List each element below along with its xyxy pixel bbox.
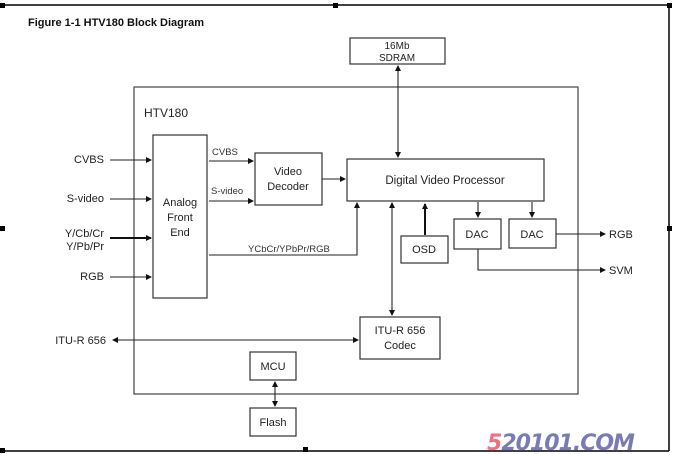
input-label-s-video: S-video bbox=[67, 193, 104, 205]
video-decoder-block: Video Decoder bbox=[254, 152, 323, 206]
figure-title: Figure 1-1 HTV180 Block Diagram bbox=[28, 17, 204, 29]
mcu-label: MCU bbox=[260, 361, 285, 373]
flash-label: Flash bbox=[260, 417, 287, 429]
codec-line-1: ITU-R 656 bbox=[375, 325, 426, 337]
analog-front-end-block: Analog Front End bbox=[152, 134, 208, 299]
decoder-line-1: Video bbox=[274, 166, 302, 178]
output-label-rgb: RGB bbox=[609, 229, 633, 241]
resize-handle-top-left[interactable] bbox=[0, 3, 5, 8]
wire-label-cvbs: CVBS bbox=[212, 147, 238, 158]
resize-handle-bottom-middle[interactable] bbox=[303, 447, 308, 452]
output-wire-svm bbox=[477, 249, 606, 273]
mcu-block: MCU bbox=[249, 351, 297, 381]
dvp-label: Digital Video Processor bbox=[385, 175, 504, 187]
dac-block-1: DAC bbox=[453, 218, 502, 250]
wire-label-s-video: S-video bbox=[211, 186, 243, 197]
sdram-line-1: 16Mb bbox=[384, 41, 409, 52]
dac-block-2: DAC bbox=[508, 218, 557, 249]
osd-block: OSD bbox=[400, 235, 449, 264]
afe-line-1: Analog bbox=[163, 197, 197, 209]
sdram-line-2: SDRAM bbox=[379, 53, 415, 64]
wire-label-component: YCbCr/YPbPr/RGB bbox=[248, 244, 330, 255]
afe-line-3: End bbox=[170, 227, 190, 239]
input-label-ycbcr: Y/Cb/Cr bbox=[65, 228, 104, 240]
osd-label: OSD bbox=[412, 244, 436, 256]
resize-handle-top-right[interactable] bbox=[667, 3, 672, 8]
afe-to-dvp-component bbox=[209, 202, 360, 256]
flash-block: Flash bbox=[249, 407, 297, 437]
decoder-line-2: Decoder bbox=[267, 181, 309, 193]
dac-2-label: DAC bbox=[520, 229, 543, 241]
resize-handle-top-middle[interactable] bbox=[333, 3, 338, 8]
output-label-svm: SVM bbox=[609, 265, 633, 277]
watermark-rest: 20101.COM bbox=[501, 431, 635, 454]
itu-r-656-codec-block: ITU-R 656 Codec bbox=[359, 316, 441, 360]
digital-video-processor-block: Digital Video Processor bbox=[346, 158, 545, 202]
input-label-cvbs: CVBS bbox=[74, 154, 104, 166]
resize-handle-middle-left[interactable] bbox=[0, 226, 5, 231]
resize-handle-middle-right[interactable] bbox=[667, 226, 672, 231]
dac-1-label: DAC bbox=[465, 229, 488, 241]
resize-handle-bottom-left[interactable] bbox=[0, 448, 5, 453]
input-label-itu-r-656: ITU-R 656 bbox=[55, 335, 106, 347]
input-label-ypbpr: Y/Pb/Pr bbox=[66, 241, 104, 253]
afe-line-2: Front bbox=[167, 212, 193, 224]
input-label-rgb: RGB bbox=[80, 271, 104, 283]
chip-label: HTV180 bbox=[144, 106, 188, 120]
watermark-digit: 5 bbox=[487, 431, 502, 454]
watermark: 520101.COM bbox=[487, 431, 635, 454]
selection-frame[interactable] bbox=[0, 3, 672, 453]
codec-line-2: Codec bbox=[384, 340, 416, 352]
sdram-block: 16Mb SDRAM bbox=[349, 37, 446, 65]
